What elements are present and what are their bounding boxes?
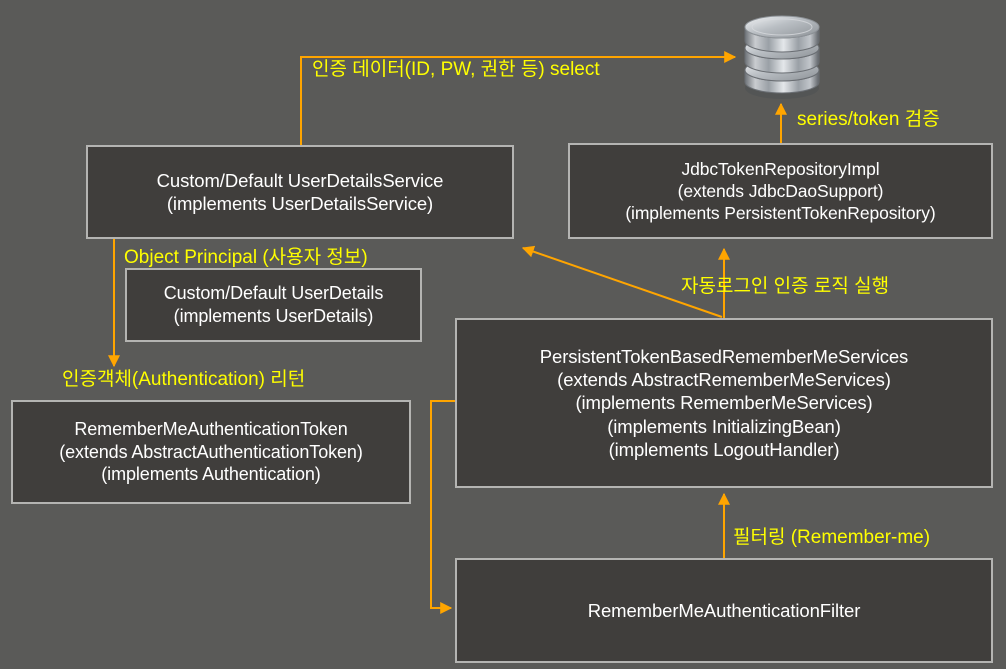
label-auto-login-logic: 자동로그인 인증 로직 실행 bbox=[681, 276, 890, 297]
node-line: (extends JdbcDaoSupport) bbox=[677, 180, 884, 201]
label-select-auth-data: 인증 데이터(ID, PW, 권한 등) select bbox=[312, 59, 600, 80]
label-object-principal: Object Principal (사용자 정보) bbox=[124, 247, 368, 268]
node-line: (implements RememberMeServices) bbox=[575, 392, 873, 414]
node-line: Custom/Default UserDetailsService bbox=[156, 169, 444, 191]
node-line: JdbcTokenRepositoryImpl bbox=[681, 158, 880, 179]
node-remember-me-authentication-token[interactable]: RememberMeAuthenticationToken (extends A… bbox=[11, 400, 411, 504]
database-cylinder-icon bbox=[744, 15, 820, 99]
node-persistent-token-based-remember-me-services[interactable]: PersistentTokenBasedRememberMeServices (… bbox=[455, 318, 993, 488]
label-authentication-return: 인증객체(Authentication) 리턴 bbox=[62, 369, 306, 390]
node-line: PersistentTokenBasedRememberMeServices bbox=[539, 345, 909, 367]
node-line: (extends AbstractRememberMeServices) bbox=[557, 369, 891, 391]
node-user-details-service[interactable]: Custom/Default UserDetailsService (imple… bbox=[86, 145, 514, 239]
node-line: (implements InitializingBean) bbox=[607, 415, 841, 437]
node-line: (implements LogoutHandler) bbox=[608, 438, 840, 460]
node-line: RememberMeAuthenticationToken bbox=[74, 418, 348, 439]
node-line: (implements PersistentTokenRepository) bbox=[625, 203, 936, 224]
node-line: (implements UserDetailsService) bbox=[166, 193, 434, 214]
node-user-details[interactable]: Custom/Default UserDetails (implements U… bbox=[125, 268, 422, 342]
node-remember-me-authentication-filter[interactable]: RememberMeAuthenticationFilter bbox=[455, 558, 993, 663]
node-jdbc-token-repository-impl[interactable]: JdbcTokenRepositoryImpl (extends JdbcDao… bbox=[568, 143, 993, 239]
node-line: Custom/Default UserDetails bbox=[163, 283, 384, 304]
node-line: (implements UserDetails) bbox=[173, 306, 374, 326]
label-series-token-verify: series/token 검증 bbox=[797, 109, 940, 130]
node-line: (implements Authentication) bbox=[101, 464, 321, 485]
node-line: (extends AbstractAuthenticationToken) bbox=[59, 441, 363, 462]
connector-services-to-filter bbox=[430, 400, 455, 614]
label-filtering-remember-me: 필터링 (Remember-me) bbox=[733, 527, 931, 548]
node-line: RememberMeAuthenticationFilter bbox=[587, 599, 861, 621]
